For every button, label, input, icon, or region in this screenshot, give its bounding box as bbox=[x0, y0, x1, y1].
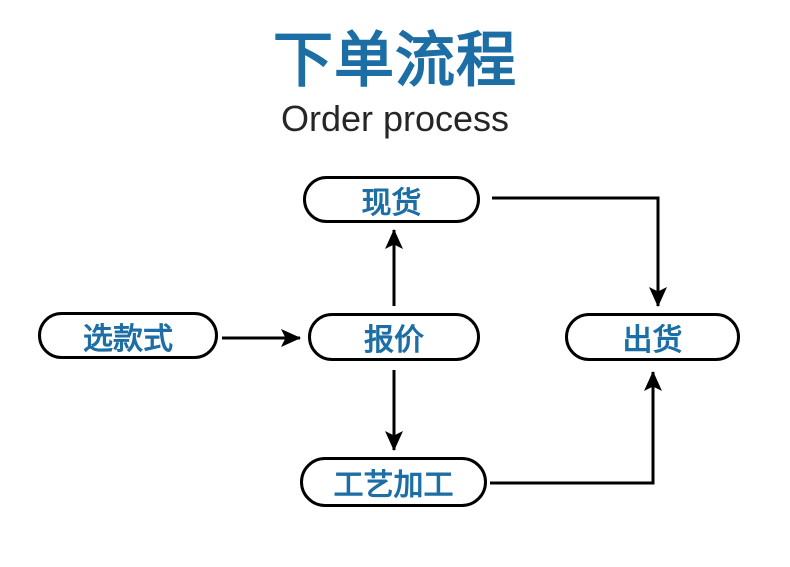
edge-in-stock-to-ship-out-arrow bbox=[492, 196, 667, 307]
node-in-stock: 现货 bbox=[303, 176, 480, 223]
node-quotation: 报价 bbox=[308, 313, 480, 361]
diagram-header: 下单流程 Order process bbox=[0, 24, 790, 137]
page-title: 下单流程 bbox=[273, 27, 517, 94]
node-craft-processing-label: 工艺加工 bbox=[333, 469, 454, 502]
edge-craft-processing-to-ship-out-arrow bbox=[490, 371, 662, 485]
node-in-stock-label: 现货 bbox=[361, 186, 422, 220]
node-craft-processing: 工艺加工 bbox=[300, 457, 487, 507]
node-ship-out: 出货 bbox=[565, 313, 740, 361]
page-subtitle: Order process bbox=[280, 98, 510, 140]
node-choose-style: 选款式 bbox=[38, 312, 218, 359]
node-quotation-label: 报价 bbox=[364, 324, 424, 357]
node-ship-out-label: 出货 bbox=[622, 324, 683, 357]
node-choose-style-label: 选款式 bbox=[83, 322, 173, 356]
